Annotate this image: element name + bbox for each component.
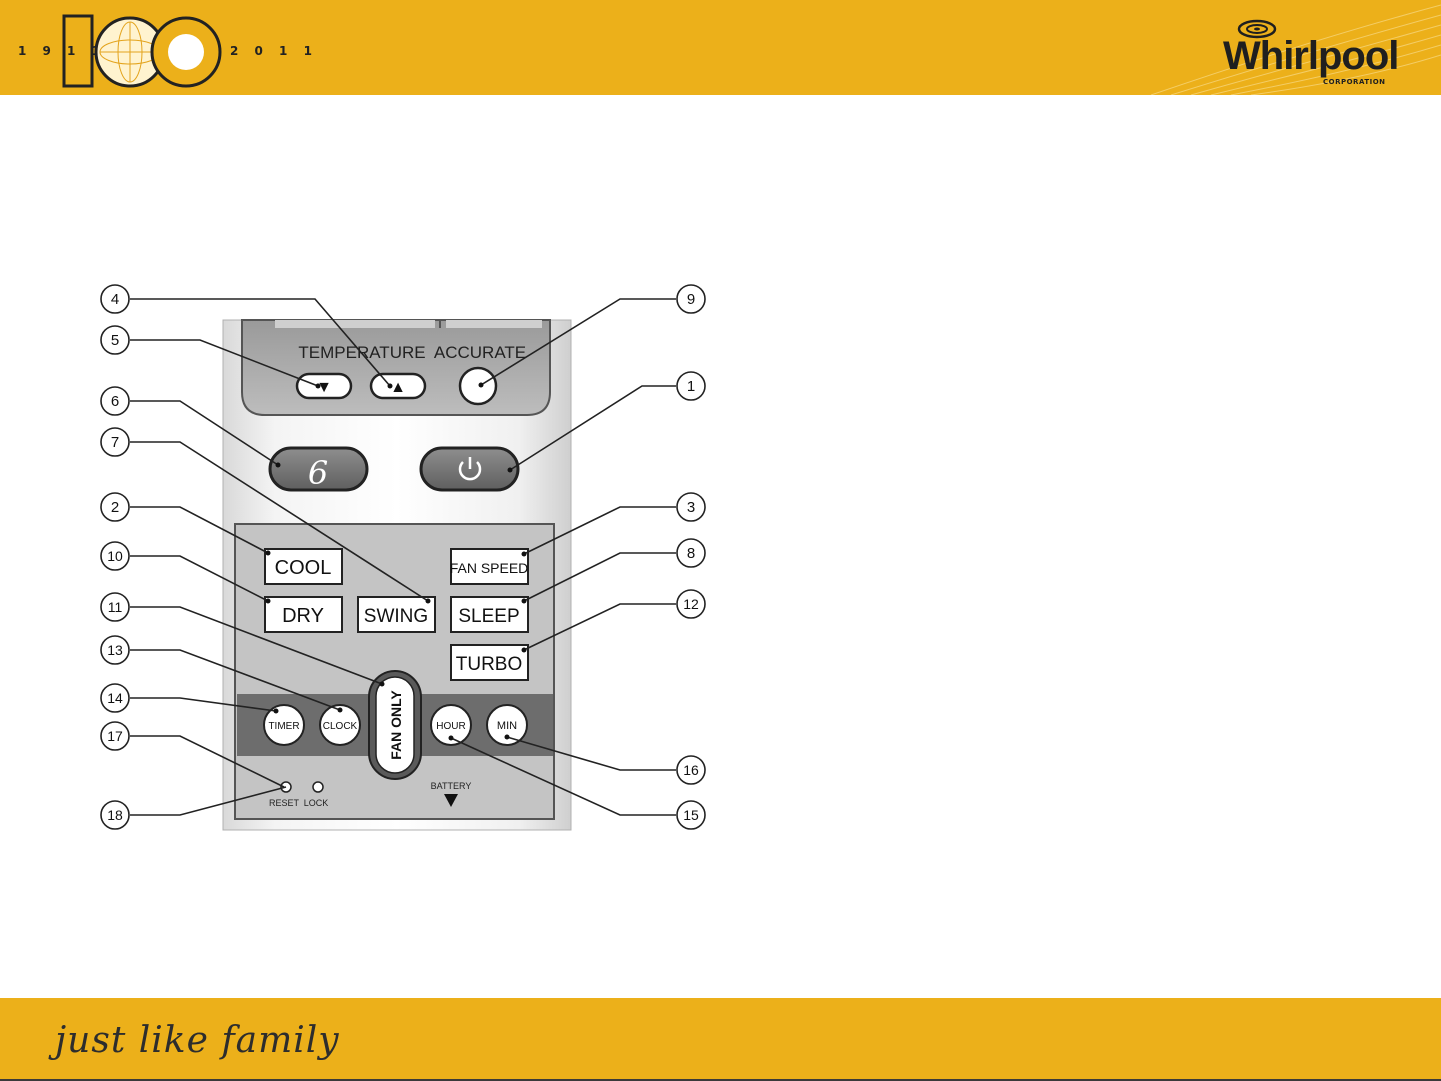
svg-text:9: 9 <box>687 291 695 308</box>
sleep-label: SLEEP <box>458 606 519 627</box>
callout-12: 12 <box>677 590 705 618</box>
timer-button[interactable]: TIMER <box>264 705 304 745</box>
svg-text:6: 6 <box>111 393 119 410</box>
svg-text:1: 1 <box>687 378 695 395</box>
callout-5: 5 <box>101 326 129 354</box>
fan-only-button[interactable]: FAN ONLY <box>369 671 421 779</box>
lock-button[interactable] <box>313 782 323 792</box>
callout-14: 14 <box>101 684 129 712</box>
callout-2: 2 <box>101 493 129 521</box>
callout-7: 7 <box>101 428 129 456</box>
timer-label: TIMER <box>268 721 299 732</box>
svg-text:7: 7 <box>111 434 119 451</box>
turbo-label: TURBO <box>456 654 523 675</box>
fan-speed-label: FAN SPEED <box>450 560 529 576</box>
bottom-banner: just like family <box>0 998 1441 1081</box>
svg-text:16: 16 <box>683 762 699 778</box>
tagline: just like family <box>55 1020 340 1061</box>
accurate-label: ACCURATE <box>434 343 526 362</box>
temp-down-button[interactable]: ▼ <box>297 374 351 398</box>
callout-16: 16 <box>677 756 705 784</box>
svg-text:12: 12 <box>683 596 699 612</box>
battery-label: BATTERY <box>431 781 472 791</box>
sleep-button[interactable]: SLEEP <box>451 597 528 632</box>
svg-text:17: 17 <box>107 728 123 744</box>
callout-4: 4 <box>101 285 129 313</box>
eco-icon: 6 <box>308 454 328 492</box>
reset-label: RESET <box>269 798 300 808</box>
turbo-button[interactable]: TURBO <box>451 645 528 680</box>
svg-text:8: 8 <box>687 545 695 562</box>
cool-label: COOL <box>275 557 332 579</box>
svg-text:15: 15 <box>683 807 699 823</box>
svg-text:5: 5 <box>111 332 119 349</box>
svg-text:13: 13 <box>107 642 123 658</box>
callout-9: 9 <box>677 285 705 313</box>
swing-button[interactable]: SWING <box>358 597 435 632</box>
temp-up-button[interactable]: ▲ <box>371 374 425 398</box>
fan-only-label: FAN ONLY <box>388 690 404 760</box>
callout-1: 1 <box>677 372 705 400</box>
hour-label: HOUR <box>436 721 465 732</box>
clock-label: CLOCK <box>323 721 358 732</box>
callout-18: 18 <box>101 801 129 829</box>
svg-text:10: 10 <box>107 548 123 564</box>
callout-11: 11 <box>101 593 129 621</box>
min-label: MIN <box>497 720 517 732</box>
svg-text:3: 3 <box>687 499 695 516</box>
svg-text:4: 4 <box>111 291 119 308</box>
dry-label: DRY <box>282 605 324 627</box>
svg-text:11: 11 <box>108 599 123 615</box>
up-arrow-icon: ▲ <box>390 379 406 396</box>
upper-panel <box>242 320 550 415</box>
power-button[interactable] <box>421 448 518 490</box>
dry-button[interactable]: DRY <box>265 597 342 632</box>
svg-text:14: 14 <box>107 690 123 706</box>
accurate-button[interactable] <box>460 368 496 404</box>
callout-3: 3 <box>677 493 705 521</box>
swing-label: SWING <box>364 606 428 627</box>
eco-button[interactable]: 6 <box>270 448 367 492</box>
callout-17: 17 <box>101 722 129 750</box>
callout-13: 13 <box>101 636 129 664</box>
callout-6: 6 <box>101 387 129 415</box>
fan-speed-button[interactable]: FAN SPEED <box>450 549 529 584</box>
svg-text:18: 18 <box>107 807 123 823</box>
callout-15: 15 <box>677 801 705 829</box>
cool-button[interactable]: COOL <box>265 549 342 584</box>
lock-label: LOCK <box>304 798 329 808</box>
svg-text:2: 2 <box>111 499 119 516</box>
callout-10: 10 <box>101 542 129 570</box>
callout-8: 8 <box>677 539 705 567</box>
